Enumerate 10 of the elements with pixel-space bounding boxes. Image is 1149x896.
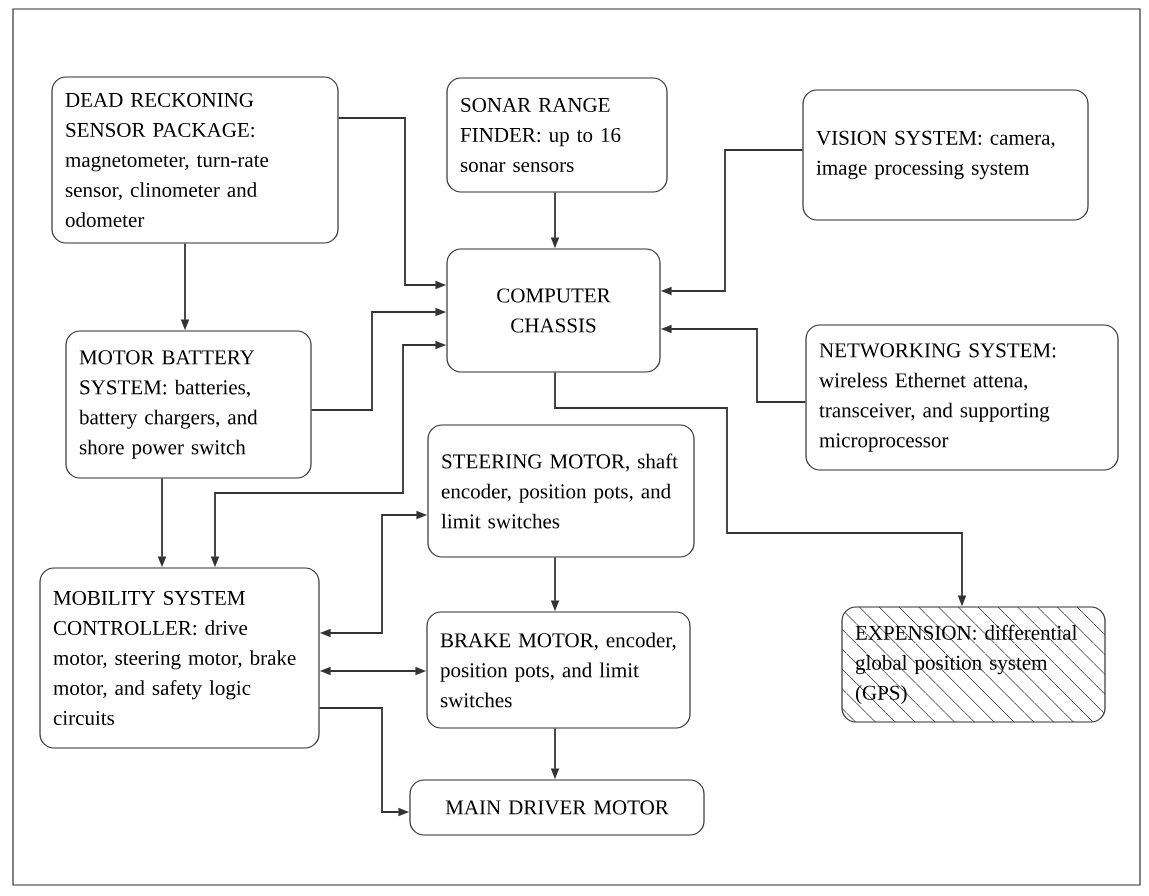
process-box: MOBILITY SYSTEM CONTROLLER: drive motor, steering motor, brake motor, and safety logic circuits: [39, 567, 320, 749]
process-box: STEERING MOTOR, shaft encoder, position pots, and limit switches: [427, 424, 695, 558]
process-box: COMPUTER CHASSIS: [446, 248, 661, 373]
process-box: BRAKE MOTOR, encoder, position pots, and limit switches: [426, 611, 691, 729]
process-box: MOTOR BATTERY SYSTEM: batteries, battery chargers, and shore power switch: [65, 330, 312, 479]
process-box: DEAD RECKONING SENSOR PACKAGE: magnetometer, turn-rate sensor, clinometer and odometer: [51, 76, 339, 244]
process-box: SONAR RANGE FINDER: up to 16 sonar sensors: [446, 77, 668, 193]
process-box: MAIN DRIVER MOTOR: [409, 779, 705, 836]
process-box: NETWORKING SYSTEM: wireless Ethernet attena, transceiver, and supporting microprocessor: [805, 324, 1119, 471]
process-box: VISION SYSTEM: camera, image processing system: [802, 89, 1089, 221]
